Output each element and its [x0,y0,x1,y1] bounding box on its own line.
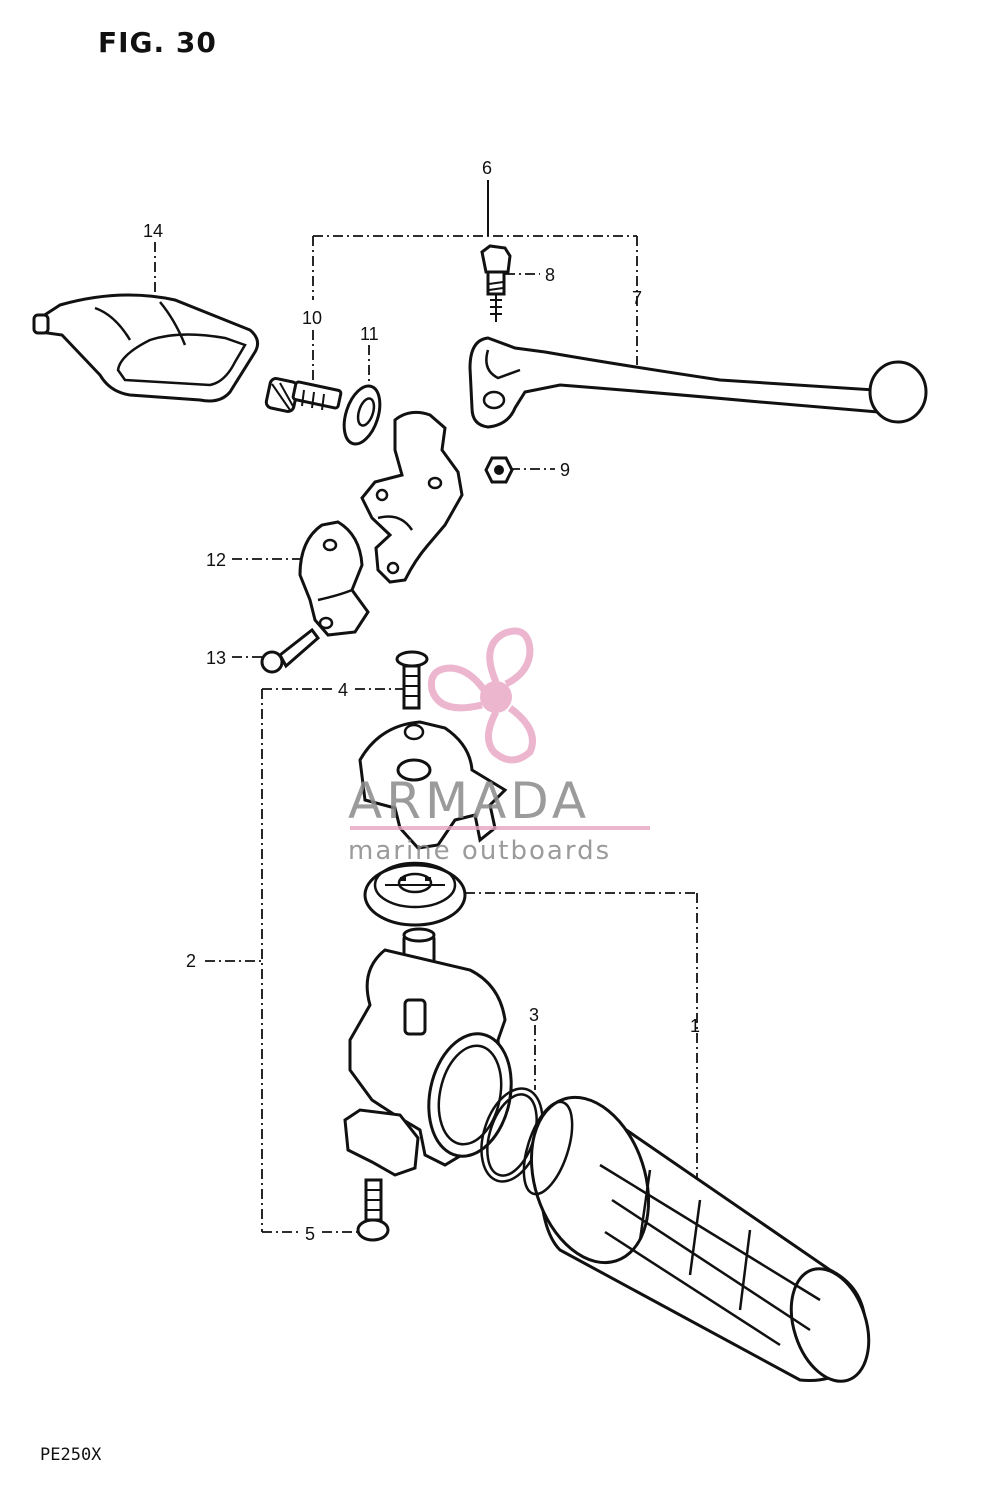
callout-12: 12 [206,550,226,570]
callout-5: 5 [305,1224,315,1244]
callout-3: 3 [529,1005,539,1025]
propeller-logo [427,627,536,764]
callout-11: 11 [360,324,379,344]
lock-nut [342,384,382,446]
callout-6: 6 [482,158,492,178]
callout-8: 8 [545,265,555,285]
pivot-bolt [480,244,512,322]
adjuster-bolt [264,377,343,413]
clamp-screw [260,627,321,674]
clutch-lever [468,336,928,429]
housing-screw-top [395,650,429,710]
switch-contact-plate [363,861,467,927]
switch-housing-upper [358,720,508,850]
callout-2: 2 [186,951,196,971]
callout-7: 7 [632,288,642,308]
model-code: PE250X [40,1445,102,1465]
lever-bracket [360,410,464,584]
watermark-tagline: marine outboards [348,836,612,866]
housing-screw-bottom [356,1178,390,1242]
watermark-brand: ARMADA [348,772,591,830]
lever-boot [32,293,260,403]
callout-9: 9 [560,460,570,480]
callout-13: 13 [206,648,226,668]
switch-housing-lower [343,948,513,1177]
callout-14: 14 [143,221,163,241]
bracket-clamp [298,520,370,637]
callout-10: 10 [302,308,322,328]
callout-1: 1 [690,1016,700,1036]
handlebar-grip [522,1095,871,1383]
figure-title: FIG. 30 [98,26,217,59]
callout-4: 4 [338,680,348,700]
hex-nut [484,456,514,484]
